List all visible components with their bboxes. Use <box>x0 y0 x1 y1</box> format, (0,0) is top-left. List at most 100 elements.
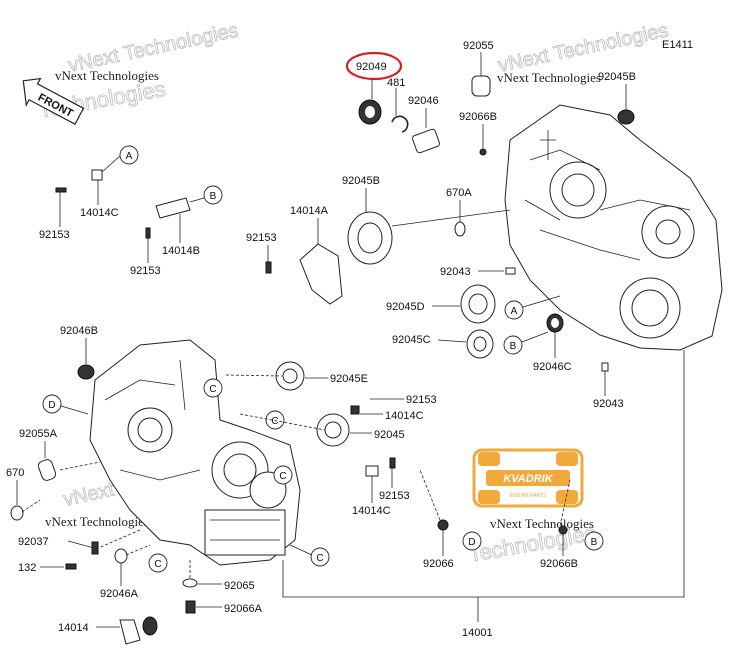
front-arrow-shape <box>22 77 85 125</box>
circlip-481 <box>391 115 409 133</box>
label-92043-a: 92043 <box>440 266 471 278</box>
left-crankcase <box>89 339 301 566</box>
bolt-92153-b <box>55 187 67 193</box>
label-92046b: 92046B <box>60 325 98 337</box>
label-92066b: 92066B <box>540 558 578 570</box>
crankcase-left-oil-pan <box>204 509 286 556</box>
logo-wheel-tr <box>556 452 578 466</box>
cover-14014c-a <box>91 169 103 181</box>
callout-circle <box>42 394 62 414</box>
bearing-92046b <box>77 364 95 380</box>
label-14001: 14001 <box>462 627 493 639</box>
callout-label: D <box>48 400 55 411</box>
callout-circle <box>503 335 523 355</box>
dashed-leaders <box>21 374 571 578</box>
crankcase-right-ribs <box>524 149 691 261</box>
callout-c-2: C <box>265 410 285 430</box>
callout-circle <box>584 531 604 551</box>
callout-b-3: B <box>584 531 604 551</box>
logo-text: KVADRIK <box>503 473 553 485</box>
bearing-92045c-inner <box>473 336 487 352</box>
leader-callout-a-top <box>101 155 121 173</box>
oring-670a <box>454 221 466 237</box>
bearing-92046c-inner <box>551 318 559 328</box>
bearing-92046a <box>114 548 128 564</box>
callout-c-3: C <box>273 465 293 485</box>
label-92045b: 92045B <box>342 175 380 187</box>
bearing-92045b-top <box>617 109 635 125</box>
bearing-92045e-inner <box>282 368 298 384</box>
callout-circle <box>119 145 139 165</box>
watermark-small-text: vNext Technologies <box>55 68 159 83</box>
crankcase-right-main-bore-inner <box>631 289 669 327</box>
callout-circle <box>273 465 293 485</box>
callout-d-2: D <box>462 531 482 551</box>
oring-92055 <box>471 75 491 97</box>
label-14014b: 14014B <box>162 245 200 257</box>
cover-14014c-c <box>365 465 379 477</box>
leader-callout-a-2 <box>522 295 561 308</box>
label-92153-c: 92153 <box>130 265 161 277</box>
label-92037: 92037 <box>18 536 49 548</box>
callout-label: C <box>279 471 286 482</box>
label-92066a: 92066A <box>224 603 263 615</box>
label-14014c-b: 14014C <box>385 410 424 422</box>
bearing-92045c <box>466 329 494 359</box>
watermark-small-text: vNext Technologies <box>490 516 594 531</box>
callout-c-1: C <box>203 378 223 398</box>
logo-wheel-br <box>556 490 578 504</box>
bearing-92045b <box>347 211 393 265</box>
label-92153-b: 92153 <box>39 229 70 241</box>
bearing-92045d-inner <box>468 293 488 315</box>
label-92046c: 92046C <box>533 361 572 373</box>
label-92066b-top: 92066B <box>459 111 497 123</box>
oring-670 <box>10 505 24 521</box>
dowel-92066b-top <box>479 148 487 156</box>
callout-circle <box>203 185 223 205</box>
bolt-92153-d <box>350 405 360 415</box>
label-92066: 92066 <box>423 558 454 570</box>
callout-label: C <box>271 416 278 427</box>
label-92046: 92046 <box>408 95 439 107</box>
crankcase-right-stud <box>540 130 556 160</box>
highlight-ring-92049 <box>345 51 403 81</box>
plug-92066 <box>437 519 449 531</box>
washer-92065 <box>182 578 198 588</box>
leader-92037 <box>67 540 95 549</box>
bolt-92153-a <box>265 261 272 274</box>
leader-callout-d-1 <box>60 405 89 415</box>
logo-subtext: ENGINE PARTS <box>510 493 547 499</box>
label-92045c: 92045C <box>392 334 431 346</box>
label-132: 132 <box>18 562 36 574</box>
crankcase-left-main-bore-inner <box>223 453 257 487</box>
watermark-top-right: vNext Technologies vNext Technologies <box>496 19 671 85</box>
seal-14014 <box>142 616 158 636</box>
watermark-small-text: vNext Technologies <box>45 514 149 529</box>
cover-14014b <box>155 197 191 219</box>
callout-c-4: C <box>148 553 168 573</box>
cover-14014a <box>299 243 343 305</box>
label-92043-b: 92043 <box>593 398 624 410</box>
callout-label: C <box>154 559 161 570</box>
label-92153-a: 92153 <box>246 232 277 244</box>
callout-circle <box>462 531 482 551</box>
callout-label: A <box>126 151 133 162</box>
pin-92037 <box>91 541 99 555</box>
watermark-text: vNext Technologies <box>496 19 670 77</box>
label-670a: 670A <box>446 187 472 199</box>
bolt-92153-e <box>389 457 396 469</box>
callout-label: B <box>591 537 598 548</box>
label-92045d: 92045D <box>386 301 425 313</box>
label-14014c-c: 14014C <box>352 505 391 517</box>
crankcase-right-bore-inner <box>561 173 595 207</box>
plug-92066a <box>185 600 196 614</box>
right-crankcase <box>504 104 723 351</box>
bearing-92045b-inner <box>357 222 383 254</box>
callout-label: C <box>316 553 323 564</box>
label-92045: 92045 <box>374 429 405 441</box>
callout-a-1: A <box>119 145 139 165</box>
leader-callout-c-5 <box>289 544 313 556</box>
label-14014c-a: 14014C <box>80 207 119 219</box>
oring-92055a <box>37 459 57 481</box>
